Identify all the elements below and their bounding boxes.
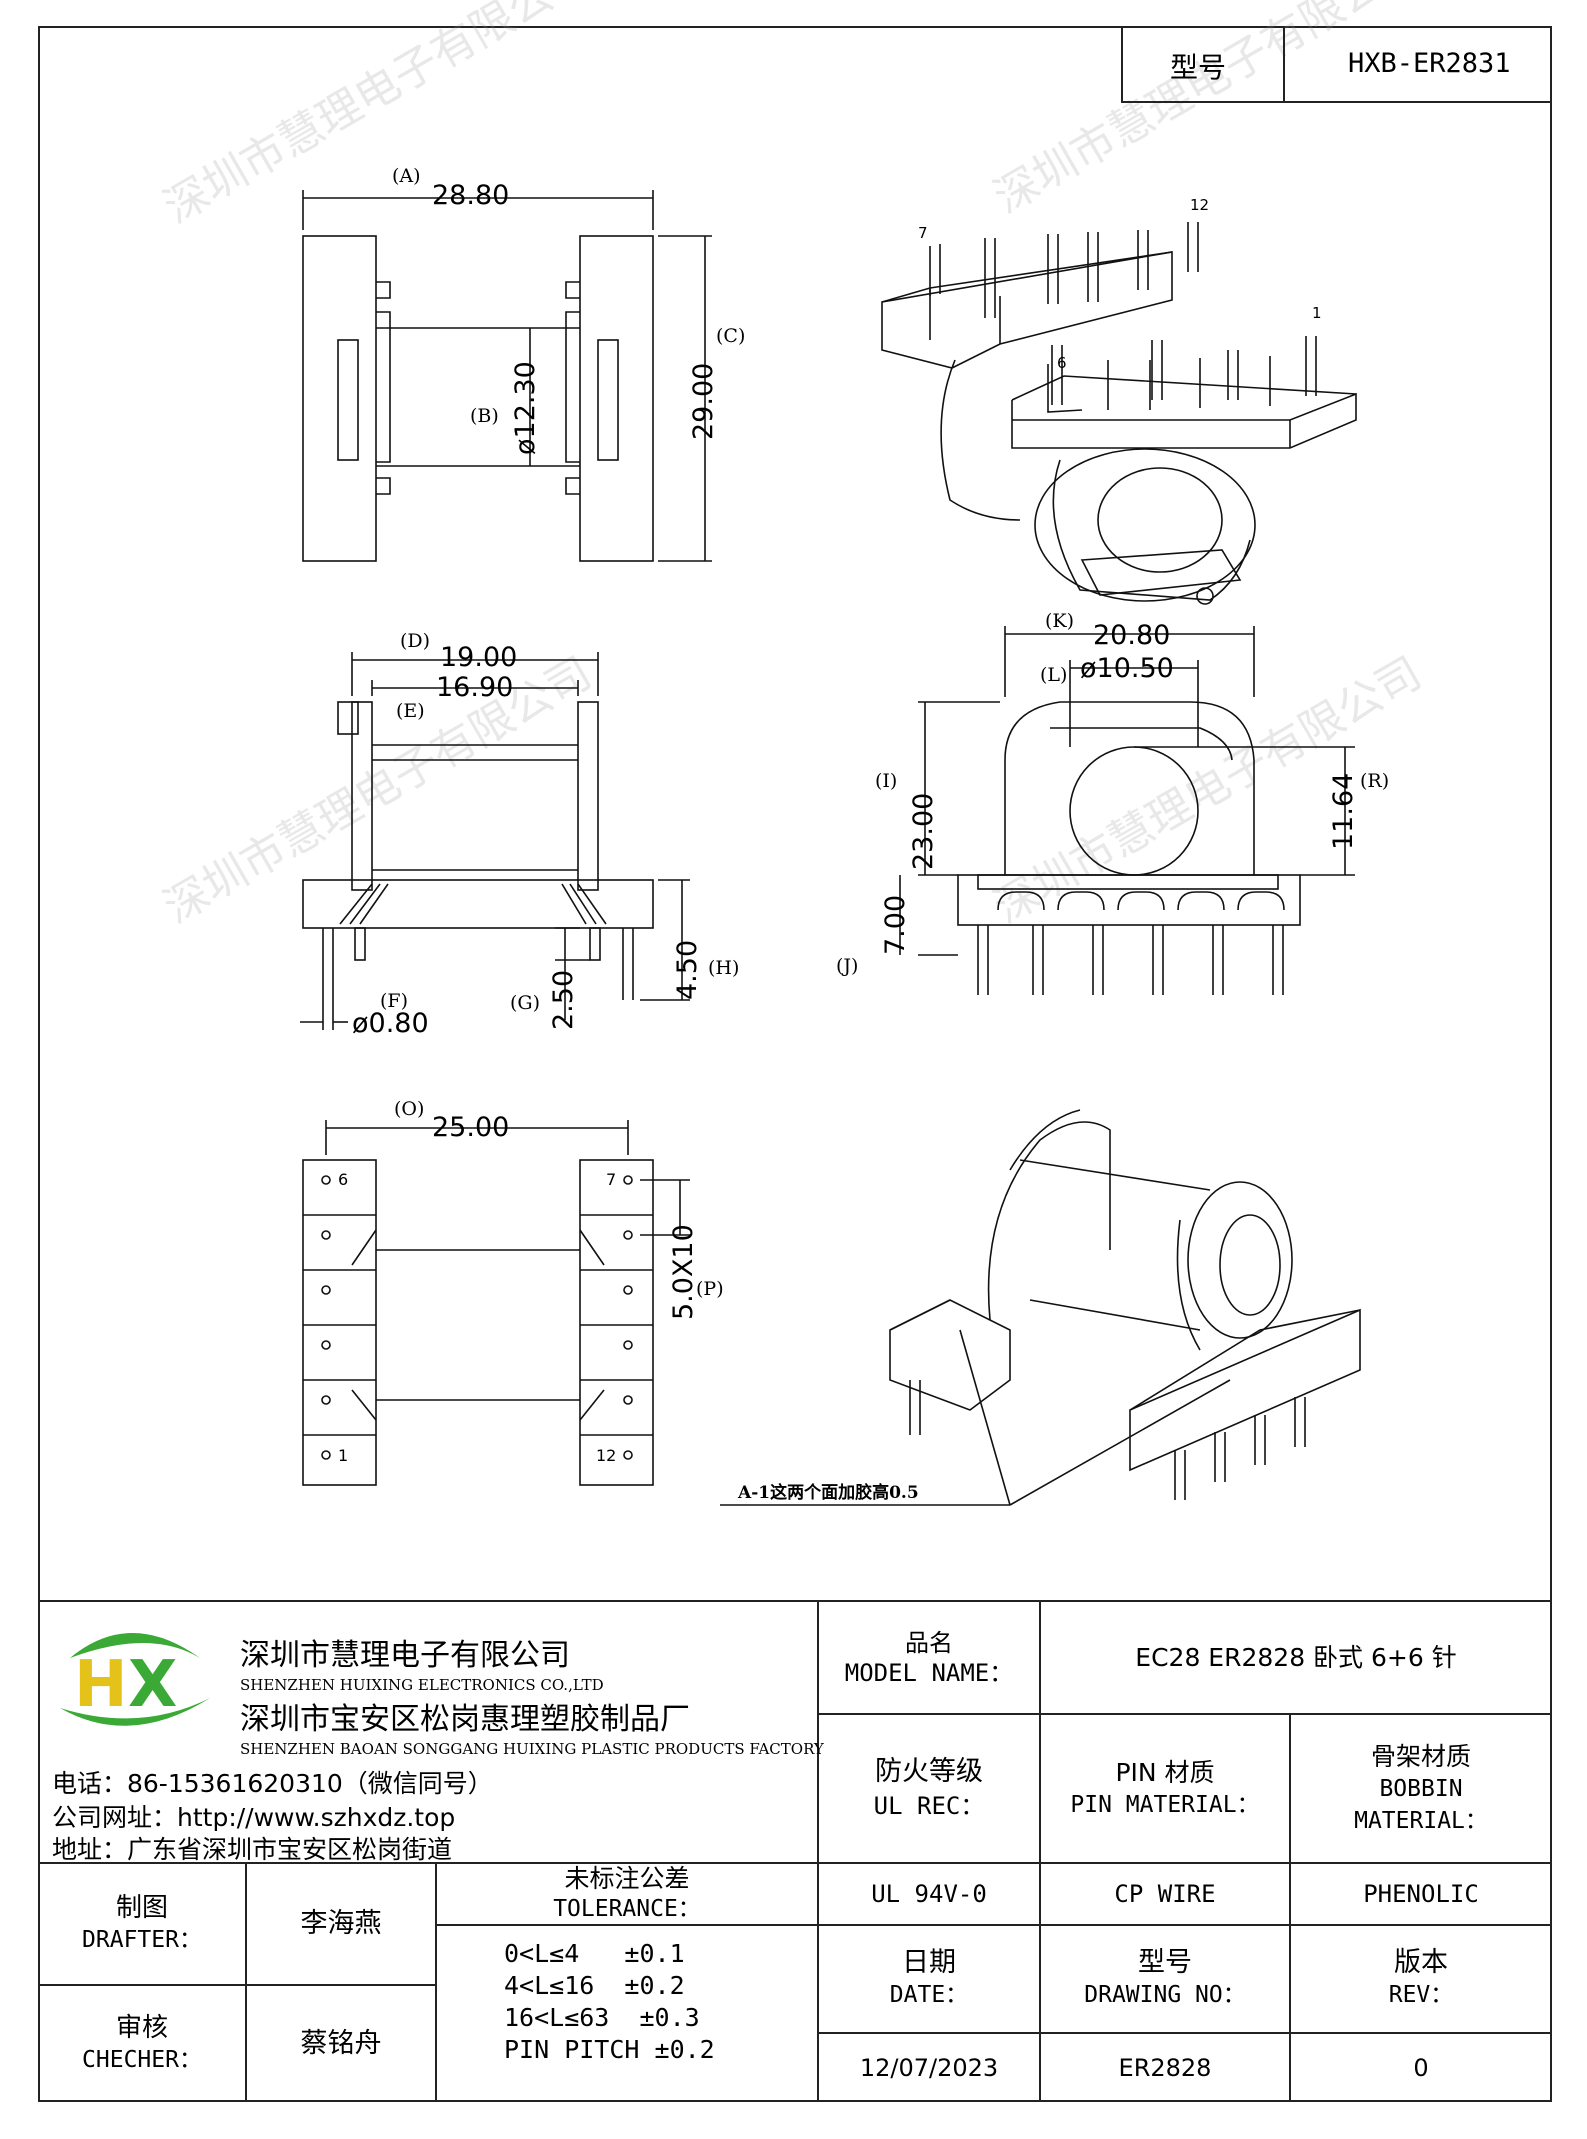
pin-material-en: PIN MATERIAL： <box>1070 1791 1260 1818</box>
checker-cn: 审核 <box>115 2012 168 2043</box>
pin-label-7: 7 <box>918 224 928 242</box>
checker-label: 审核 CHECHER： <box>38 1985 246 2102</box>
bobbin-material-en1: BOBBIN <box>1379 1775 1463 1802</box>
tolerance-en: TOLERANCE： <box>553 1896 701 1922</box>
rev-en: REV： <box>1388 1982 1454 2008</box>
logo-h-text: H <box>74 1648 128 1722</box>
dim-A-value: 28.80 <box>432 180 510 211</box>
side-view <box>300 652 690 1030</box>
model-header-divider <box>1283 26 1285 103</box>
dim-F-label: (F) <box>380 990 409 1012</box>
tolerance-list: 0<L≤4 ±0.1 4<L≤16 ±0.2 16<L≤63 ±0.3 PIN … <box>504 1938 715 2066</box>
top-view <box>302 190 712 562</box>
ul-rec-en: UL REC： <box>873 1791 985 1820</box>
date-cn: 日期 <box>902 1947 956 1978</box>
pin-label-12: 12 <box>1190 196 1210 214</box>
bottom-pin-1: 1 <box>338 1446 349 1465</box>
ul-value: UL 94V-0 <box>871 1880 987 1908</box>
dim-H-label: (H) <box>708 957 740 979</box>
drafter-cn: 制图 <box>115 1893 168 1923</box>
model-name-label: 品名 MODEL NAME： <box>818 1601 1040 1714</box>
company-address: 地址：广东省深圳市宝安区松岗街道 <box>52 1835 453 1864</box>
ul-rec-label: 防火等级 UL REC： <box>818 1714 1040 1863</box>
dim-J-label: (J) <box>836 955 859 977</box>
pin-label-1: 1 <box>1312 304 1322 322</box>
tolerance-line-1: 0<L≤4 ±0.1 <box>504 1939 685 1968</box>
bottom-view <box>302 1120 690 1486</box>
dim-E-label: (E) <box>396 700 425 722</box>
tolerance-line-3: 16<L≤63 ±0.3 <box>504 2003 700 2032</box>
dim-O-value: 25.00 <box>432 1112 510 1143</box>
company-website: 公司网址：http://www.szhxdz.top <box>52 1803 456 1832</box>
drawing-no-en: DRAWING NO： <box>1084 1982 1246 2008</box>
ul-rec-cn: 防火等级 <box>875 1755 983 1787</box>
dim-K-label: (K) <box>1045 610 1075 632</box>
technical-drawing <box>300 190 1361 1506</box>
dim-B-label: (B) <box>470 405 499 427</box>
iso-view-bottom <box>720 1109 1361 1506</box>
dim-D-value: 19.00 <box>440 642 518 673</box>
tolerance-cn: 未标注公差 <box>564 1864 690 1893</box>
pin-material-value: CP WIRE <box>1114 1880 1216 1908</box>
company-name-cn: 深圳市慧理电子有限公司 <box>240 1638 570 1673</box>
dim-L-label: (L) <box>1040 664 1068 686</box>
dim-C-label: (C) <box>716 325 746 347</box>
bobbin-material-cn: 骨架材质 <box>1370 1741 1471 1771</box>
date-en: DATE： <box>889 1982 969 2008</box>
logo-x-text: X <box>128 1648 177 1722</box>
model-header-label: 型号 <box>1170 51 1227 84</box>
model-name-value: EC28 ER2828 卧式 6+6 针 <box>1135 1642 1457 1672</box>
factory-name-en: SHENZHEN BAOAN SONGGANG HUIXING PLASTIC … <box>240 1740 824 1758</box>
pin-label-6: 6 <box>1057 354 1067 372</box>
drafter-label: 制图 DRAFTER： <box>38 1863 246 1985</box>
dim-D-label: (D) <box>400 630 431 652</box>
model-name-cn: 品名 <box>905 1628 953 1657</box>
dim-E-value: 16.90 <box>436 672 514 703</box>
bobbin-material-value: PHENOLIC <box>1363 1880 1479 1908</box>
dim-G-label: (G) <box>510 992 541 1014</box>
dim-P-label: (P) <box>696 1278 724 1300</box>
pin-material-cn: PIN 材质 <box>1115 1757 1215 1787</box>
drawing-sheet <box>38 26 1552 2102</box>
bobbin-material-label: 骨架材质 BOBBIN MATERIAL： <box>1290 1714 1552 1863</box>
company-name-en: SHENZHEN HUIXING ELECTRONICS CO.,LTD <box>240 1676 604 1694</box>
tolerance-line-2: 4<L≤16 ±0.2 <box>504 1971 685 2000</box>
checker-en: CHECHER： <box>82 2046 202 2073</box>
dim-O-label: (O) <box>394 1098 425 1120</box>
glue-note: A-1这两个面加胶高0.5 <box>738 1483 919 1503</box>
drawing-no-cn: 型号 <box>1138 1947 1192 1978</box>
pin-material-label: PIN 材质 PIN MATERIAL： <box>1040 1714 1290 1863</box>
bobbin-material-en2: MATERIAL： <box>1354 1807 1488 1834</box>
checker-value: 蔡铭舟 <box>300 2027 382 2059</box>
dim-I-label: (I) <box>875 770 898 792</box>
model-header-value: HXB-ER2831 <box>1348 48 1511 79</box>
drawing-no-value: ER2828 <box>1118 2053 1212 2082</box>
date-value: 12/07/2023 <box>859 2053 999 2082</box>
drafter-en: DRAFTER： <box>82 1927 202 1953</box>
tolerance-label: 未标注公差 TOLERANCE： <box>436 1863 818 1925</box>
front-view <box>899 626 1355 995</box>
factory-name-cn: 深圳市宝安区松岗惠理塑胶制品厂 <box>240 1702 690 1737</box>
company-logo: H X <box>60 1633 210 1726</box>
dim-R-label: (R) <box>1360 770 1390 792</box>
model-name-en: MODEL NAME： <box>844 1658 1014 1687</box>
iso-view-top <box>881 222 1357 605</box>
rev-cn: 版本 <box>1394 1947 1448 1978</box>
date-label: 日期 DATE： <box>818 1925 1040 2033</box>
model-header-box <box>1121 26 1552 103</box>
bottom-pin-12: 12 <box>596 1446 617 1465</box>
tolerance-line-4: PIN PITCH ±0.2 <box>504 2035 715 2064</box>
company-phone: 电话：86-15361620310（微信同号） <box>52 1769 493 1798</box>
drafter-value: 李海燕 <box>300 1908 382 1939</box>
bottom-pin-7: 7 <box>606 1170 617 1189</box>
rev-label: 版本 REV： <box>1290 1925 1552 2033</box>
bottom-pin-6: 6 <box>338 1170 349 1189</box>
dim-L-value: ø10.50 <box>1080 653 1174 684</box>
drawing-no-label: 型号 DRAWING NO： <box>1040 1925 1290 2033</box>
dim-K-value: 20.80 <box>1093 620 1171 651</box>
rev-value: 0 <box>1413 2053 1429 2082</box>
dim-A-label: (A) <box>392 165 421 187</box>
dim-F-value: ø0.80 <box>352 1008 429 1039</box>
